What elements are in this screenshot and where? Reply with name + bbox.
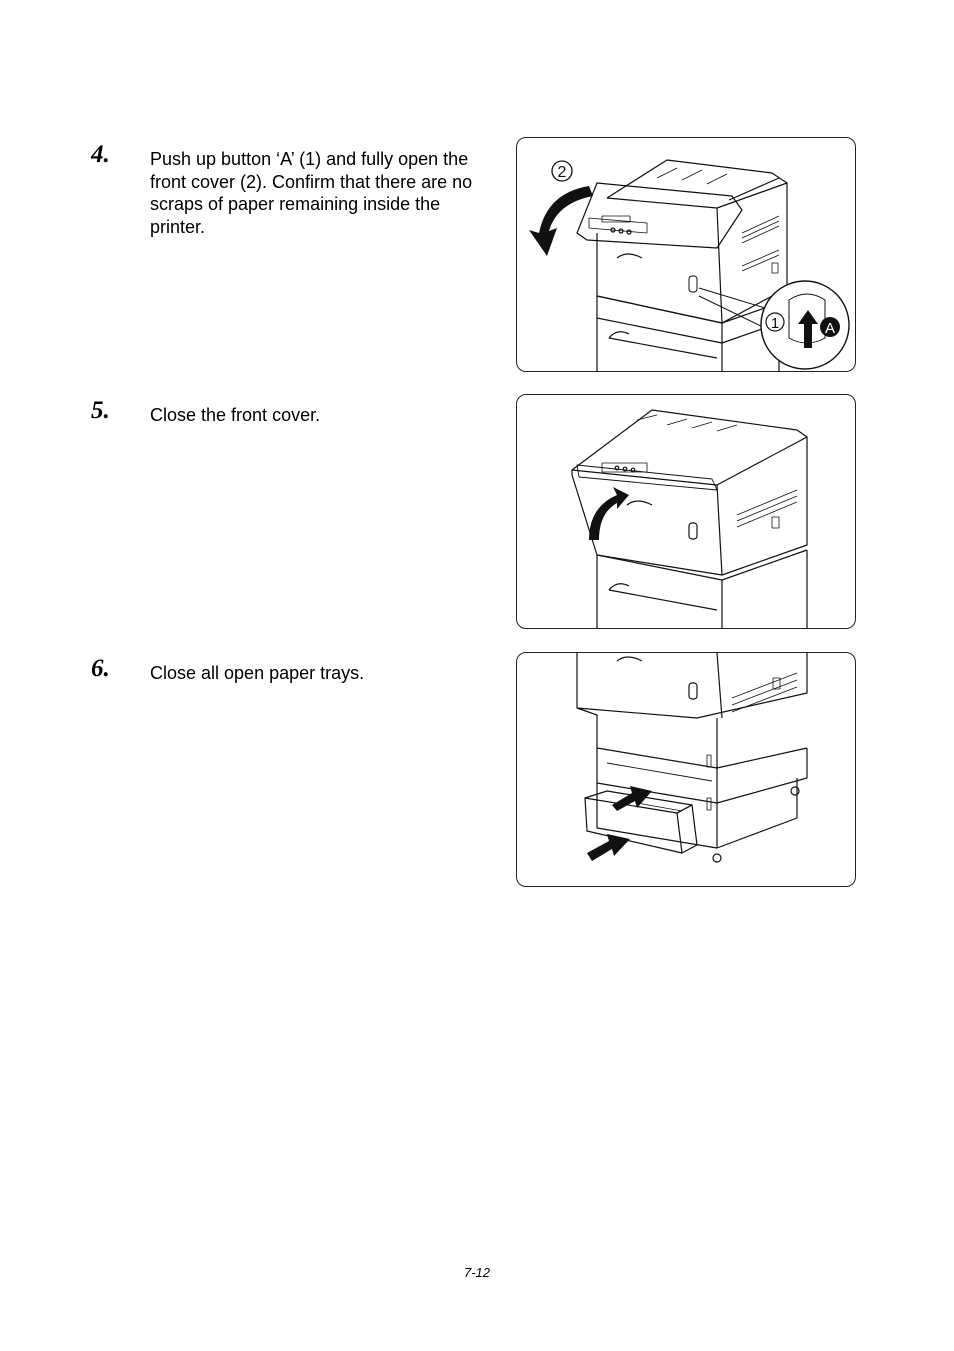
step-number: 4.: [91, 141, 110, 168]
up-arrow-icon: [798, 310, 818, 348]
callout-2: 2: [558, 164, 567, 181]
button-a-badge: [820, 317, 840, 337]
page-number: 7-12: [463, 1265, 491, 1280]
step-instruction: Push up button ‘A’ (1) and fully open th…: [150, 149, 473, 237]
open-paper-tray: [584, 797, 683, 854]
printer-body: [596, 182, 788, 324]
step-instruction: Close the front cover.: [150, 405, 321, 425]
button-a-label: A: [825, 320, 835, 337]
callout-1: 1: [771, 315, 779, 332]
step-number: 5.: [91, 397, 110, 424]
open-arrow: [529, 186, 593, 256]
figure-close-front-cover: [516, 394, 856, 629]
close-arrow: [589, 487, 629, 540]
step-instruction: Close all open paper trays.: [150, 663, 365, 683]
front-cover-open: [576, 182, 743, 249]
push-arrow-icon: [587, 834, 630, 861]
step-number: 6.: [91, 655, 110, 682]
figure-open-front-cover: 2 1 A: [516, 137, 856, 372]
figure-close-paper-trays: [516, 652, 856, 887]
push-arrow-icon: [612, 786, 652, 811]
printer-body: [571, 409, 808, 576]
